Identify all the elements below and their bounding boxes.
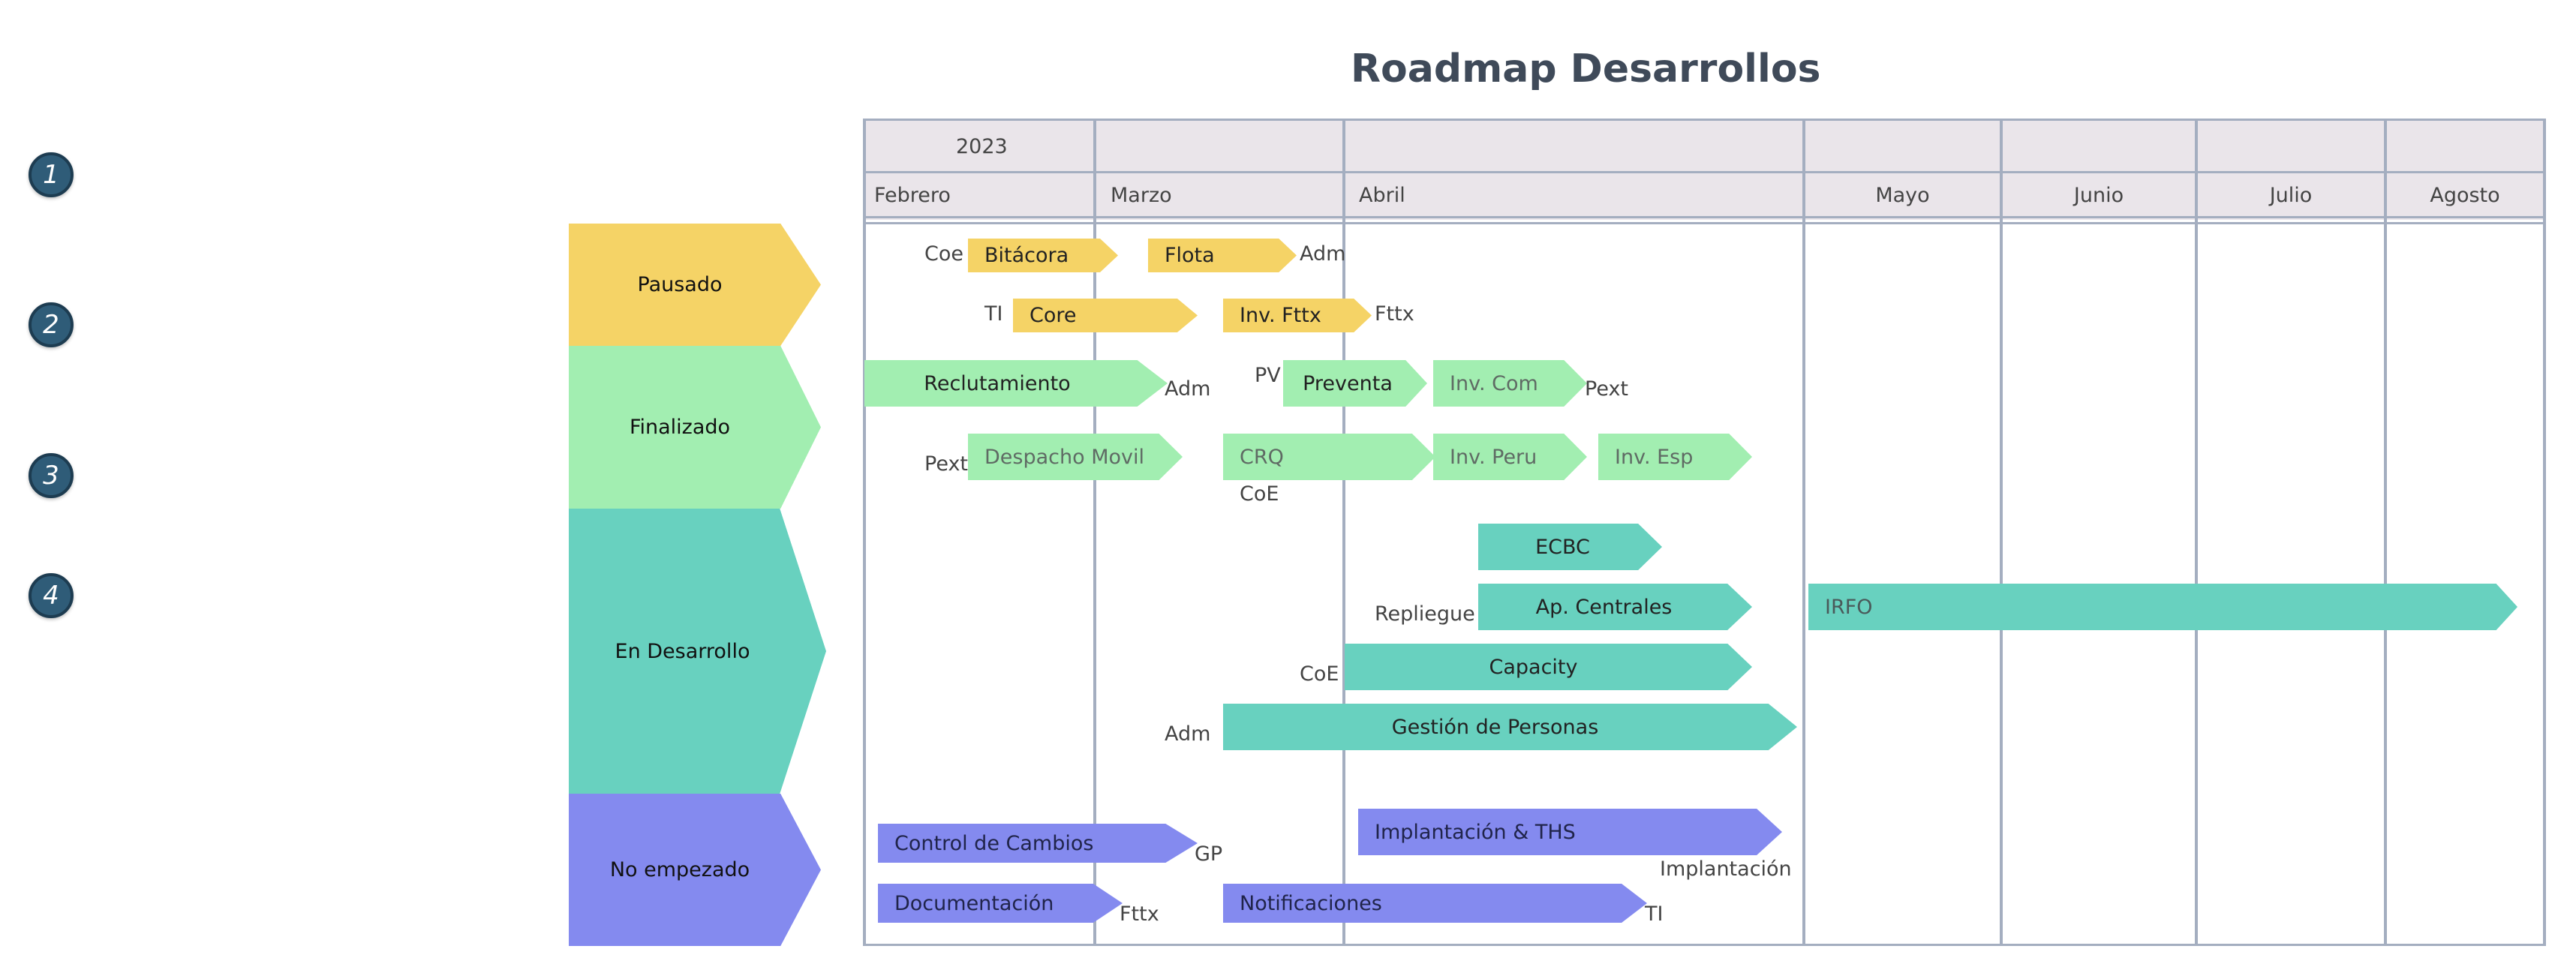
- bar-bitacora: Bitácora: [968, 239, 1118, 272]
- bar-reclutamiento: Reclutamiento: [864, 360, 1168, 407]
- bar-capacity: Capacity: [1345, 644, 1752, 690]
- grid-header-mid: [864, 171, 2545, 173]
- grid-line-7: [2543, 119, 2546, 946]
- bar-ecbc: ECBC: [1478, 524, 1662, 570]
- grid-top: [864, 119, 2545, 121]
- label-pv: PV: [1255, 364, 1281, 387]
- month-agosto: Agosto: [2430, 184, 2500, 207]
- bar-implantacion-ths: Implantación & THS: [1358, 809, 1782, 855]
- status-finalizado: Finalizado: [569, 346, 821, 509]
- grid-line-3: [1802, 119, 1805, 946]
- label-ti-notificaciones: TI: [1645, 902, 1664, 926]
- marker-4: 4: [29, 573, 74, 618]
- label-adm-flota: Adm: [1300, 242, 1346, 266]
- grid-line-0: [863, 119, 866, 946]
- label-coe-crq: CoE: [1240, 482, 1279, 506]
- month-abril: Abril: [1359, 184, 1405, 207]
- label-adm-gestion: Adm: [1165, 722, 1211, 746]
- bar-gestion-de-personas: Gestión de Personas: [1223, 704, 1797, 750]
- label-coe-capacity: CoE: [1300, 662, 1339, 686]
- bar-notificaciones: Notificaciones: [1223, 884, 1647, 923]
- timeline-header: [864, 119, 2544, 220]
- bar-inv-fttx: Inv. Fttx: [1223, 299, 1372, 332]
- status-no-empezado: No empezado: [569, 794, 821, 946]
- month-junio: Junio: [2073, 184, 2124, 207]
- label-implantacion: Implantación: [1660, 857, 1792, 881]
- month-julio: Julio: [2269, 184, 2313, 207]
- bar-inv-peru: Inv. Peru: [1433, 434, 1587, 480]
- bar-crq: CRQ: [1223, 434, 1435, 480]
- label-fttx-doc: Fttx: [1120, 902, 1159, 926]
- month-mayo: Mayo: [1875, 184, 1930, 207]
- bar-documentacion: Documentación: [878, 884, 1123, 923]
- marker-2: 2: [29, 302, 74, 347]
- label-gp: GP: [1195, 842, 1223, 866]
- grid-line-2: [1342, 119, 1345, 946]
- grid-header-bottom-2: [864, 222, 2545, 224]
- bar-core: Core: [1013, 299, 1198, 332]
- grid-line-6: [2384, 119, 2387, 946]
- month-febrero: Febrero: [874, 184, 951, 207]
- bar-despacho-movil: Despacho Movil: [968, 434, 1183, 480]
- grid-line-1: [1093, 119, 1096, 946]
- year-label: 2023: [956, 135, 1008, 158]
- bar-inv-com: Inv. Com: [1433, 360, 1587, 407]
- label-ti-core: TI: [984, 302, 1003, 326]
- label-fttx-inv: Fttx: [1375, 302, 1414, 326]
- label-pext-despacho: Pext: [924, 452, 969, 476]
- grid-header-bottom: [864, 216, 2545, 218]
- bar-irfo: IRFO: [1808, 584, 2517, 630]
- bar-control-de-cambios: Control de Cambios: [878, 824, 1198, 863]
- grid-bottom: [864, 944, 2545, 946]
- status-en-desarrollo: En Desarrollo: [569, 509, 826, 794]
- label-pext-invcom: Pext: [1585, 377, 1629, 401]
- bar-flota: Flota: [1148, 239, 1297, 272]
- marker-1: 1: [29, 152, 74, 197]
- page-title: Roadmap Desarrollos: [1351, 47, 1821, 92]
- bar-ap-centrales: Ap. Centrales: [1478, 584, 1752, 630]
- label-adm-reclutamiento: Adm: [1165, 377, 1211, 401]
- status-pausado: Pausado: [569, 224, 821, 346]
- grid-line-5: [2195, 119, 2198, 946]
- grid-line-4: [2000, 119, 2003, 946]
- marker-3: 3: [29, 453, 74, 498]
- bar-preventa: Preventa: [1283, 360, 1427, 407]
- bar-inv-esp: Inv. Esp: [1598, 434, 1752, 480]
- label-repliegue: Repliegue: [1375, 602, 1475, 626]
- month-marzo: Marzo: [1111, 184, 1172, 207]
- label-coe: Coe: [924, 242, 963, 266]
